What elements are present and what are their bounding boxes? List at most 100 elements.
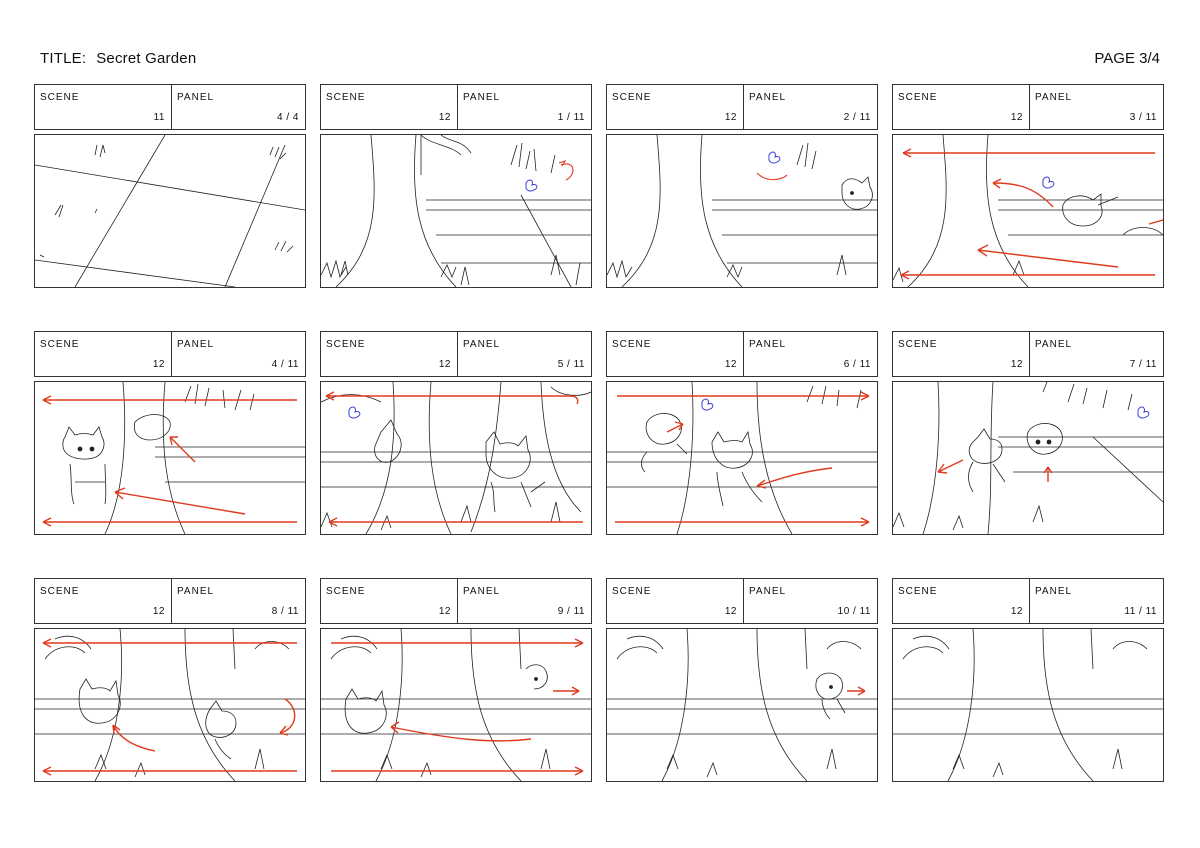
panel-cell: PANEL 2 / 11 — [744, 85, 877, 129]
panel-label: PANEL — [177, 92, 215, 103]
scene-label: SCENE — [40, 339, 80, 350]
scene-cell: SCENE 12 — [35, 579, 172, 623]
scene-label: SCENE — [326, 339, 366, 350]
panel-cell: PANEL 4 / 4 — [172, 85, 305, 129]
panel-cell: PANEL 3 / 11 — [1030, 85, 1163, 129]
panel-frame — [606, 628, 878, 782]
storyboard-panel: SCENE 11 PANEL 4 / 4 — [34, 84, 306, 288]
panel-info: SCENE 12 PANEL 4 / 11 — [34, 331, 306, 377]
scene-number: 12 — [724, 112, 737, 123]
scene-number: 12 — [152, 359, 165, 370]
scene-cell: SCENE 12 — [321, 579, 458, 623]
panel-info: SCENE 12 PANEL 9 / 11 — [320, 578, 592, 624]
panel-cell: PANEL 11 / 11 — [1030, 579, 1163, 623]
panel-number: 3 / 11 — [1129, 112, 1157, 123]
panel-number: 6 / 11 — [843, 359, 871, 370]
sketch-empty-scene — [893, 629, 1163, 781]
sketch-cats-two-trees — [321, 382, 591, 534]
sketch-ground-grid — [35, 135, 305, 287]
scene-number: 12 — [1010, 606, 1023, 617]
scene-number: 12 — [724, 359, 737, 370]
panel-cell: PANEL 4 / 11 — [172, 332, 305, 376]
panel-frame — [892, 628, 1164, 782]
panel-label: PANEL — [749, 586, 787, 597]
panel-number: 10 / 11 — [837, 606, 871, 617]
scene-number: 12 — [1010, 112, 1023, 123]
scene-cell: SCENE 11 — [35, 85, 172, 129]
panel-frame — [34, 628, 306, 782]
scene-cell: SCENE 12 — [607, 579, 744, 623]
panel-number: 1 / 11 — [557, 112, 585, 123]
panel-number: 4 / 11 — [271, 359, 299, 370]
scene-label: SCENE — [612, 586, 652, 597]
scene-label: SCENE — [898, 92, 938, 103]
panel-cell: PANEL 7 / 11 — [1030, 332, 1163, 376]
scene-cell: SCENE 12 — [35, 332, 172, 376]
panel-number: 5 / 11 — [557, 359, 585, 370]
panel-frame — [892, 134, 1164, 288]
panel-frame — [320, 381, 592, 535]
storyboard-panel: SCENE 12 PANEL 6 / 11 — [606, 331, 878, 535]
panel-label: PANEL — [177, 586, 215, 597]
scene-label: SCENE — [612, 92, 652, 103]
storyboard-panel: SCENE 12 PANEL 3 / 11 — [892, 84, 1164, 288]
scene-number: 12 — [438, 606, 451, 617]
sketch-cats-tree-roots — [35, 629, 305, 781]
panel-label: PANEL — [1035, 586, 1073, 597]
sketch-cat-escapes — [321, 629, 591, 781]
scene-label: SCENE — [612, 339, 652, 350]
panel-label: PANEL — [749, 339, 787, 350]
panel-number: 4 / 4 — [277, 112, 299, 123]
panel-info: SCENE 12 PANEL 3 / 11 — [892, 84, 1164, 130]
scene-number: 12 — [724, 606, 737, 617]
panel-label: PANEL — [749, 92, 787, 103]
scene-label: SCENE — [326, 586, 366, 597]
storyboard-panel: SCENE 12 PANEL 9 / 11 — [320, 578, 592, 782]
scene-cell: SCENE 12 — [607, 332, 744, 376]
panel-label: PANEL — [463, 586, 501, 597]
scene-cell: SCENE 12 — [607, 85, 744, 129]
sketch-cat-exits — [607, 629, 877, 781]
panel-label: PANEL — [177, 339, 215, 350]
sketch-cat-peek — [607, 135, 877, 287]
scene-cell: SCENE 12 — [893, 579, 1030, 623]
scene-label: SCENE — [40, 586, 80, 597]
panel-frame — [34, 381, 306, 535]
panel-frame — [606, 381, 878, 535]
storyboard-title: TITLE: Secret Garden — [40, 50, 196, 67]
scene-label: SCENE — [898, 586, 938, 597]
storyboard-panel: SCENE 12 PANEL 10 / 11 — [606, 578, 878, 782]
storyboard-panel: SCENE 12 PANEL 11 / 11 — [892, 578, 1164, 782]
panel-number: 2 / 11 — [843, 112, 871, 123]
panel-label: PANEL — [1035, 339, 1073, 350]
scene-number: 12 — [152, 606, 165, 617]
scene-label: SCENE — [326, 92, 366, 103]
panel-number: 7 / 11 — [1129, 359, 1157, 370]
panel-number: 9 / 11 — [557, 606, 585, 617]
panel-info: SCENE 11 PANEL 4 / 4 — [34, 84, 306, 130]
panel-frame — [320, 134, 592, 288]
title-label: TITLE: — [40, 50, 87, 67]
panel-label: PANEL — [1035, 92, 1073, 103]
sketch-cats-chase — [607, 382, 877, 534]
scene-label: SCENE — [40, 92, 80, 103]
panel-frame — [892, 381, 1164, 535]
title-text: Secret Garden — [96, 50, 197, 67]
sketch-tree-butterfly — [321, 135, 591, 287]
scene-number: 11 — [153, 112, 165, 123]
panel-number: 11 / 11 — [1124, 606, 1157, 617]
scene-number: 12 — [1010, 359, 1023, 370]
scene-number: 12 — [438, 359, 451, 370]
panel-info: SCENE 12 PANEL 11 / 11 — [892, 578, 1164, 624]
storyboard-panel: SCENE 12 PANEL 2 / 11 — [606, 84, 878, 288]
panel-frame — [34, 134, 306, 288]
